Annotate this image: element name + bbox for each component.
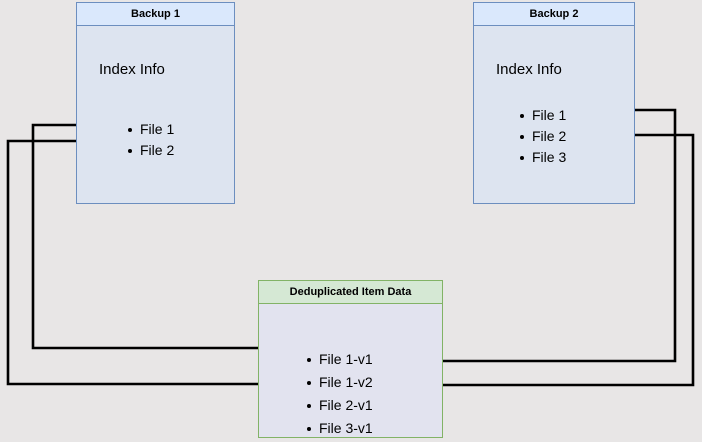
list-item[interactable]: File 3-v1 — [307, 417, 373, 440]
backup-1-file-list: File 1 File 2 — [128, 119, 174, 161]
node-deduplicated-item-data[interactable]: Deduplicated Item Data File 1-v1 File 1-… — [258, 280, 443, 438]
node-deduplicated-item-data-title: Deduplicated Item Data — [259, 281, 442, 304]
backup-2-file-list: File 1 File 2 File 3 — [520, 105, 566, 168]
backup-1-index-info-label: Index Info — [99, 61, 165, 78]
list-item[interactable]: File 1 — [128, 119, 174, 140]
node-backup-1-body: Index Info File 1 File 2 — [77, 26, 234, 203]
list-item[interactable]: File 3 — [520, 147, 566, 168]
node-backup-1[interactable]: Backup 1 Index Info File 1 File 2 — [76, 2, 235, 204]
dedup-file-list: File 1-v1 File 1-v2 File 2-v1 File 3-v1 — [307, 348, 373, 440]
list-item[interactable]: File 1-v2 — [307, 371, 373, 394]
node-deduplicated-item-data-body: File 1-v1 File 1-v2 File 2-v1 File 3-v1 — [259, 304, 442, 437]
list-item[interactable]: File 2 — [128, 140, 174, 161]
list-item[interactable]: File 2-v1 — [307, 394, 373, 417]
backup-2-index-info-label: Index Info — [496, 61, 562, 78]
node-backup-2-body: Index Info File 1 File 2 File 3 — [474, 26, 634, 203]
list-item[interactable]: File 1 — [520, 105, 566, 126]
node-backup-1-title: Backup 1 — [77, 3, 234, 26]
node-backup-2-title: Backup 2 — [474, 3, 634, 26]
list-item[interactable]: File 2 — [520, 126, 566, 147]
node-backup-2[interactable]: Backup 2 Index Info File 1 File 2 File 3 — [473, 2, 635, 204]
list-item[interactable]: File 1-v1 — [307, 348, 373, 371]
